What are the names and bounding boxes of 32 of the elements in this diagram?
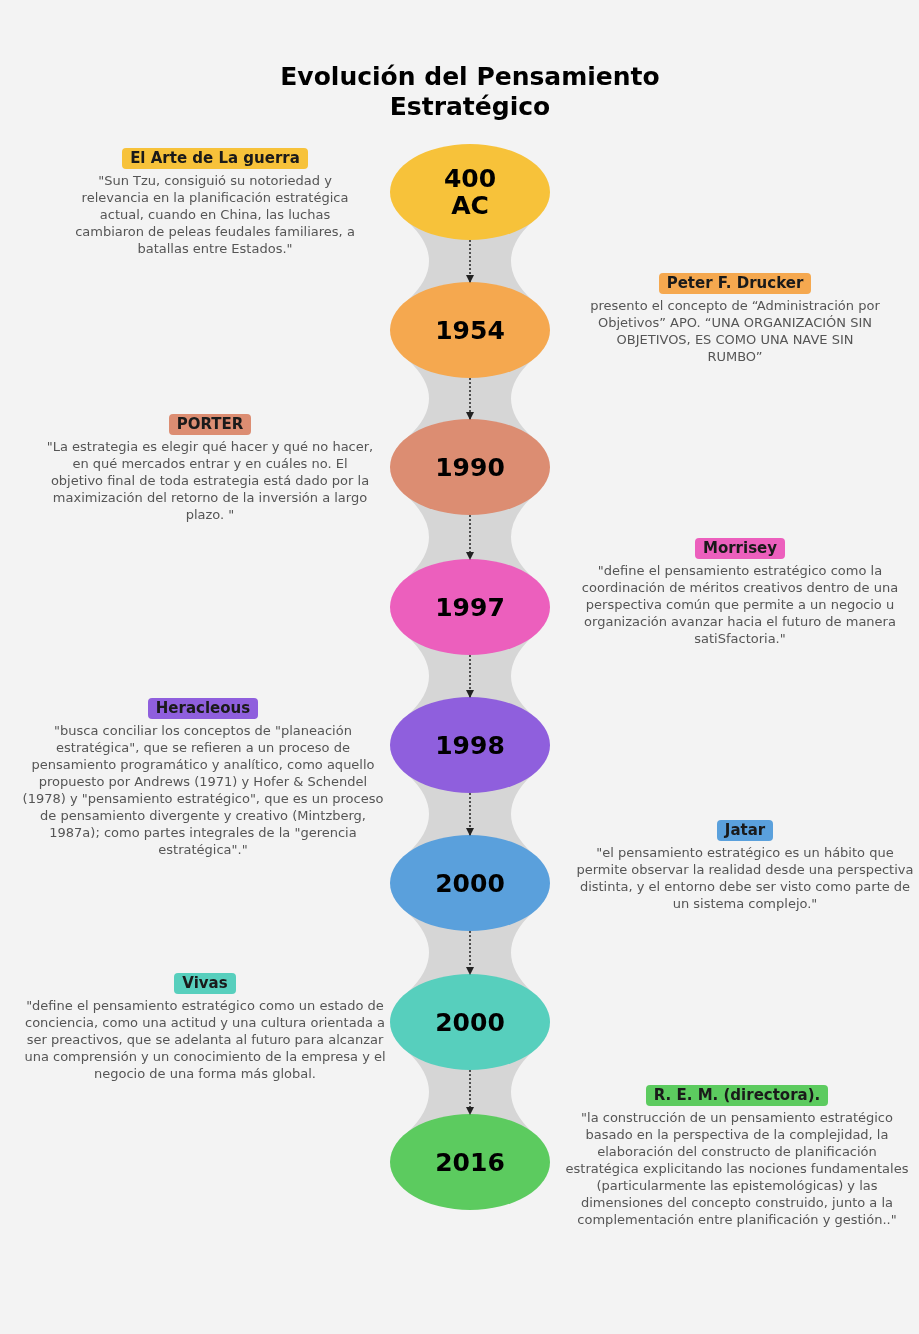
author-tag: Heracleous: [147, 698, 259, 719]
year-circle: 1997: [390, 559, 550, 655]
arrow: [466, 792, 474, 836]
year-circle: 2000: [390, 974, 550, 1070]
arrow: [466, 1069, 474, 1115]
author-tag: Vivas: [174, 973, 236, 994]
author-tag: R. E. M. (directora).: [645, 1085, 829, 1106]
year-circle: 400 AC: [390, 144, 550, 240]
quote-text: "define el pensamiento estratégico como la coordinación de méritos creativos dentro de una perspectiva común que permite a un negocio u organización avanzar hacia el futuro de manera satiSfactoria.": [580, 562, 900, 647]
arrow: [466, 239, 474, 283]
title: Evolución del Pensamiento Estratégico: [279, 62, 661, 122]
quote-text: "el pensamiento estratégico es un hábito que permite observar la realidad desde una perspectiva distinta, y el entorno debe ser visto como parte de un sistema complejo.": [575, 844, 915, 912]
quote-text: "la construcción de un pensamiento estratégico basado en la perspectiva de la complejidad, la elaboración del constructo de planificación estratégica explicitando las nociones fundamentales (particularmente las epistemológicas) y las dimensiones del concepto construido, junto a la complementación entre planificación y gestión..": [564, 1109, 910, 1228]
quote-text: "Sun Tzu, consiguió su notoriedad y relevancia en la planificación estratégica actual, cuando en China, las luchas cambiaron de peleas feudales familiares, a batallas entre Estados.": [75, 172, 355, 257]
author-tag: Morrisey: [694, 538, 786, 559]
year-circle: 1954: [390, 282, 550, 378]
arrow: [466, 377, 474, 420]
quote-text: "La estrategia es elegir qué hacer y qué no hacer, en qué mercados entrar y en cuáles no. El objetivo final de toda estrategia está dado por la maximización del retorno de la inversión a largo plazo. ": [45, 438, 375, 523]
year-circle: 2000: [390, 835, 550, 931]
author-tag: Jatar: [716, 820, 774, 841]
quote-text: "busca conciliar los conceptos de "planeación estratégica", que se refieren a un proceso de pensamiento programático y analítico, como aquello propuesto por Andrews (1971) y Hofer & Schendel (1978) y "pensamiento estratégico", que es un proceso de pensamiento divergente y creativo (Mintzberg, 1987a); como partes integrales de la "gerencia estratégica".": [21, 722, 385, 858]
arrow: [466, 514, 474, 560]
quote-text: "define el pensamiento estratégico como un estado de conciencia, como una actitud y una cultura orientada a ser preactivos, que se adelanta al futuro para alcanzar una comprensión y un conocimiento de la empresa y el negocio de una forma más global.: [23, 997, 387, 1082]
author-tag: Peter F. Drucker: [658, 273, 812, 294]
quote-text: presento el concepto de “Administración por Objetivos” APO. “UNA ORGANIZACIÓN SIN OBJETIVOS, ES COMO UNA NAVE SIN RUMBO”: [590, 297, 880, 365]
arrow: [466, 654, 474, 698]
author-tag: PORTER: [168, 414, 252, 435]
author-tag: El Arte de La guerra: [122, 148, 308, 169]
year-circle: 1998: [390, 697, 550, 793]
year-circle: 1990: [390, 419, 550, 515]
year-circle: 2016: [390, 1114, 550, 1210]
arrow: [466, 930, 474, 975]
